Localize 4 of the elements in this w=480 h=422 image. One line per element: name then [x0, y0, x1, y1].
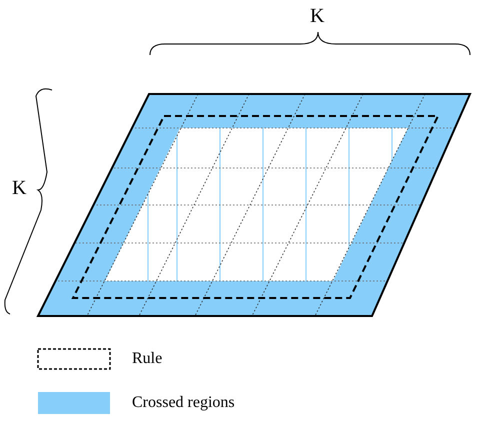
dimension-label: K: [310, 6, 324, 26]
legend-label: Rule: [132, 351, 162, 367]
dimension-label: K: [12, 178, 26, 198]
legend-label: Crossed regions: [132, 395, 235, 411]
